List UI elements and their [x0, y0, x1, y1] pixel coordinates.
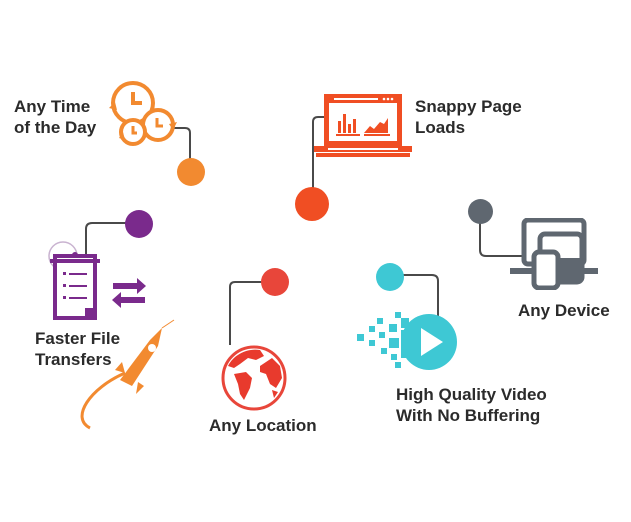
video-play-icon — [357, 312, 457, 370]
label-snappy-page-loads: Snappy Page Loads — [415, 97, 522, 137]
time-dot — [177, 158, 205, 186]
label-faster-file-transfers: Faster File Transfers — [35, 329, 121, 369]
laptop-chart-icon — [314, 94, 412, 157]
label-any-time: Any Time of the Day — [14, 97, 97, 137]
globe-icon — [221, 345, 287, 411]
label-any-location: Any Location — [209, 416, 317, 435]
location-dot — [261, 268, 289, 296]
clipboard-transfer-icon — [48, 241, 146, 320]
video-dot — [376, 263, 404, 291]
label-any-device: Any Device — [518, 301, 610, 320]
transfer-dot — [125, 210, 153, 238]
label-high-quality-video: High Quality Video With No Buffering — [396, 385, 547, 425]
devices-icon — [510, 218, 598, 290]
page-dot — [295, 187, 329, 221]
device-dot — [468, 199, 493, 224]
clocks-icon — [109, 81, 177, 146]
rocket-icon — [80, 319, 175, 430]
